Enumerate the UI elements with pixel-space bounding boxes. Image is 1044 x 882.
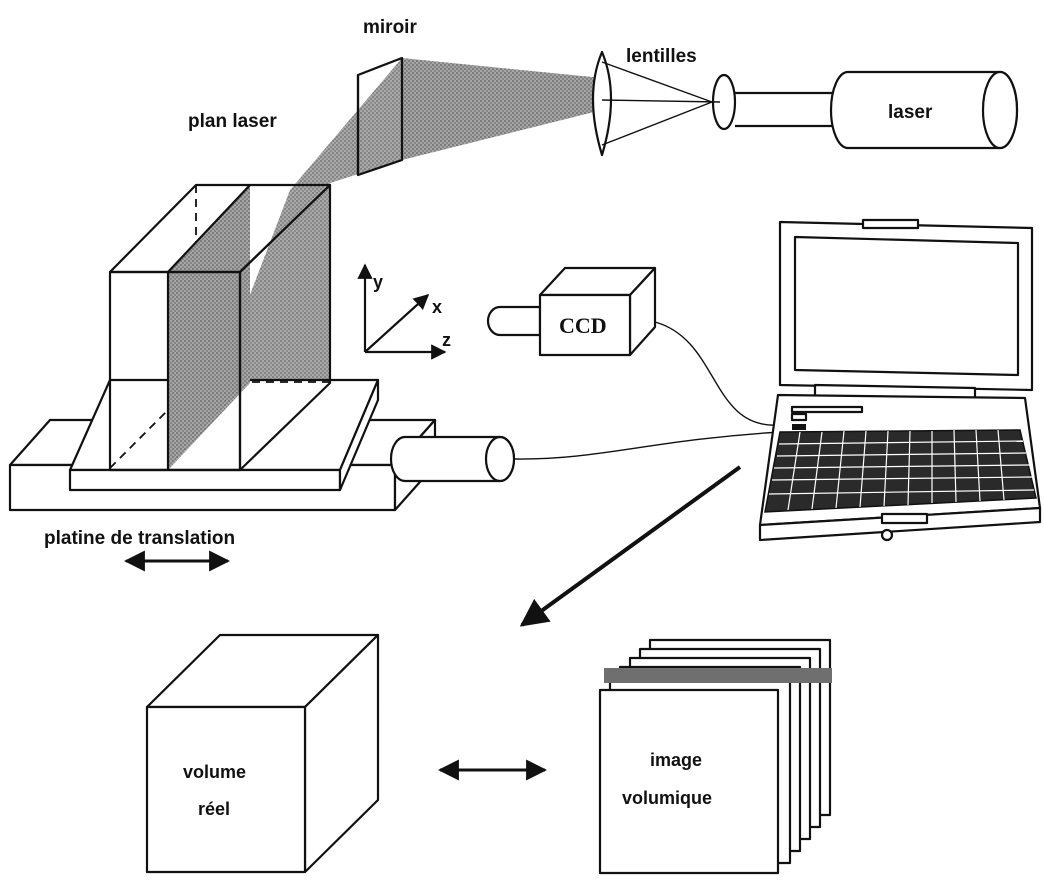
- stage-label: platine de translation: [44, 528, 235, 549]
- axis-y-label: y: [373, 272, 383, 292]
- laser-slice-in-tank: [168, 185, 250, 470]
- laser-label: laser: [888, 102, 933, 123]
- laser-source: [829, 70, 1019, 150]
- volume-image-stack: image volumique: [598, 638, 832, 875]
- axis-z-label: z: [442, 330, 451, 350]
- laser-plane-sheet: [240, 58, 402, 383]
- sample-tank: [108, 183, 332, 472]
- coordinate-axes: y x z: [357, 263, 451, 360]
- processing-arrow: [519, 465, 742, 627]
- real-volume-cube: volume réel: [145, 633, 380, 874]
- ccd-cable: [654, 321, 781, 426]
- ccd-label: CCD: [559, 313, 607, 338]
- stage-motor: [389, 435, 516, 483]
- motor-cable: [514, 431, 781, 460]
- laser-plane-label: plan laser: [188, 111, 277, 132]
- ccd-camera: CCD: [486, 266, 657, 357]
- laptop-computer: [758, 218, 1042, 542]
- real-volume-label-line2: réel: [198, 799, 230, 819]
- mirror: [356, 56, 404, 177]
- axis-x-label: x: [432, 297, 442, 317]
- lenses: [591, 50, 835, 157]
- lenses-label: lentilles: [626, 46, 697, 67]
- volume-image-label-line1: image: [650, 750, 702, 770]
- laser-beam-to-mirror: [402, 58, 602, 160]
- mirror-label: miroir: [363, 17, 417, 38]
- translation-stage: [8, 378, 437, 512]
- volume-image-label-line2: volumique: [622, 788, 712, 808]
- highlighted-slice-bar: [604, 668, 832, 683]
- real-volume-label-line1: volume: [183, 762, 246, 782]
